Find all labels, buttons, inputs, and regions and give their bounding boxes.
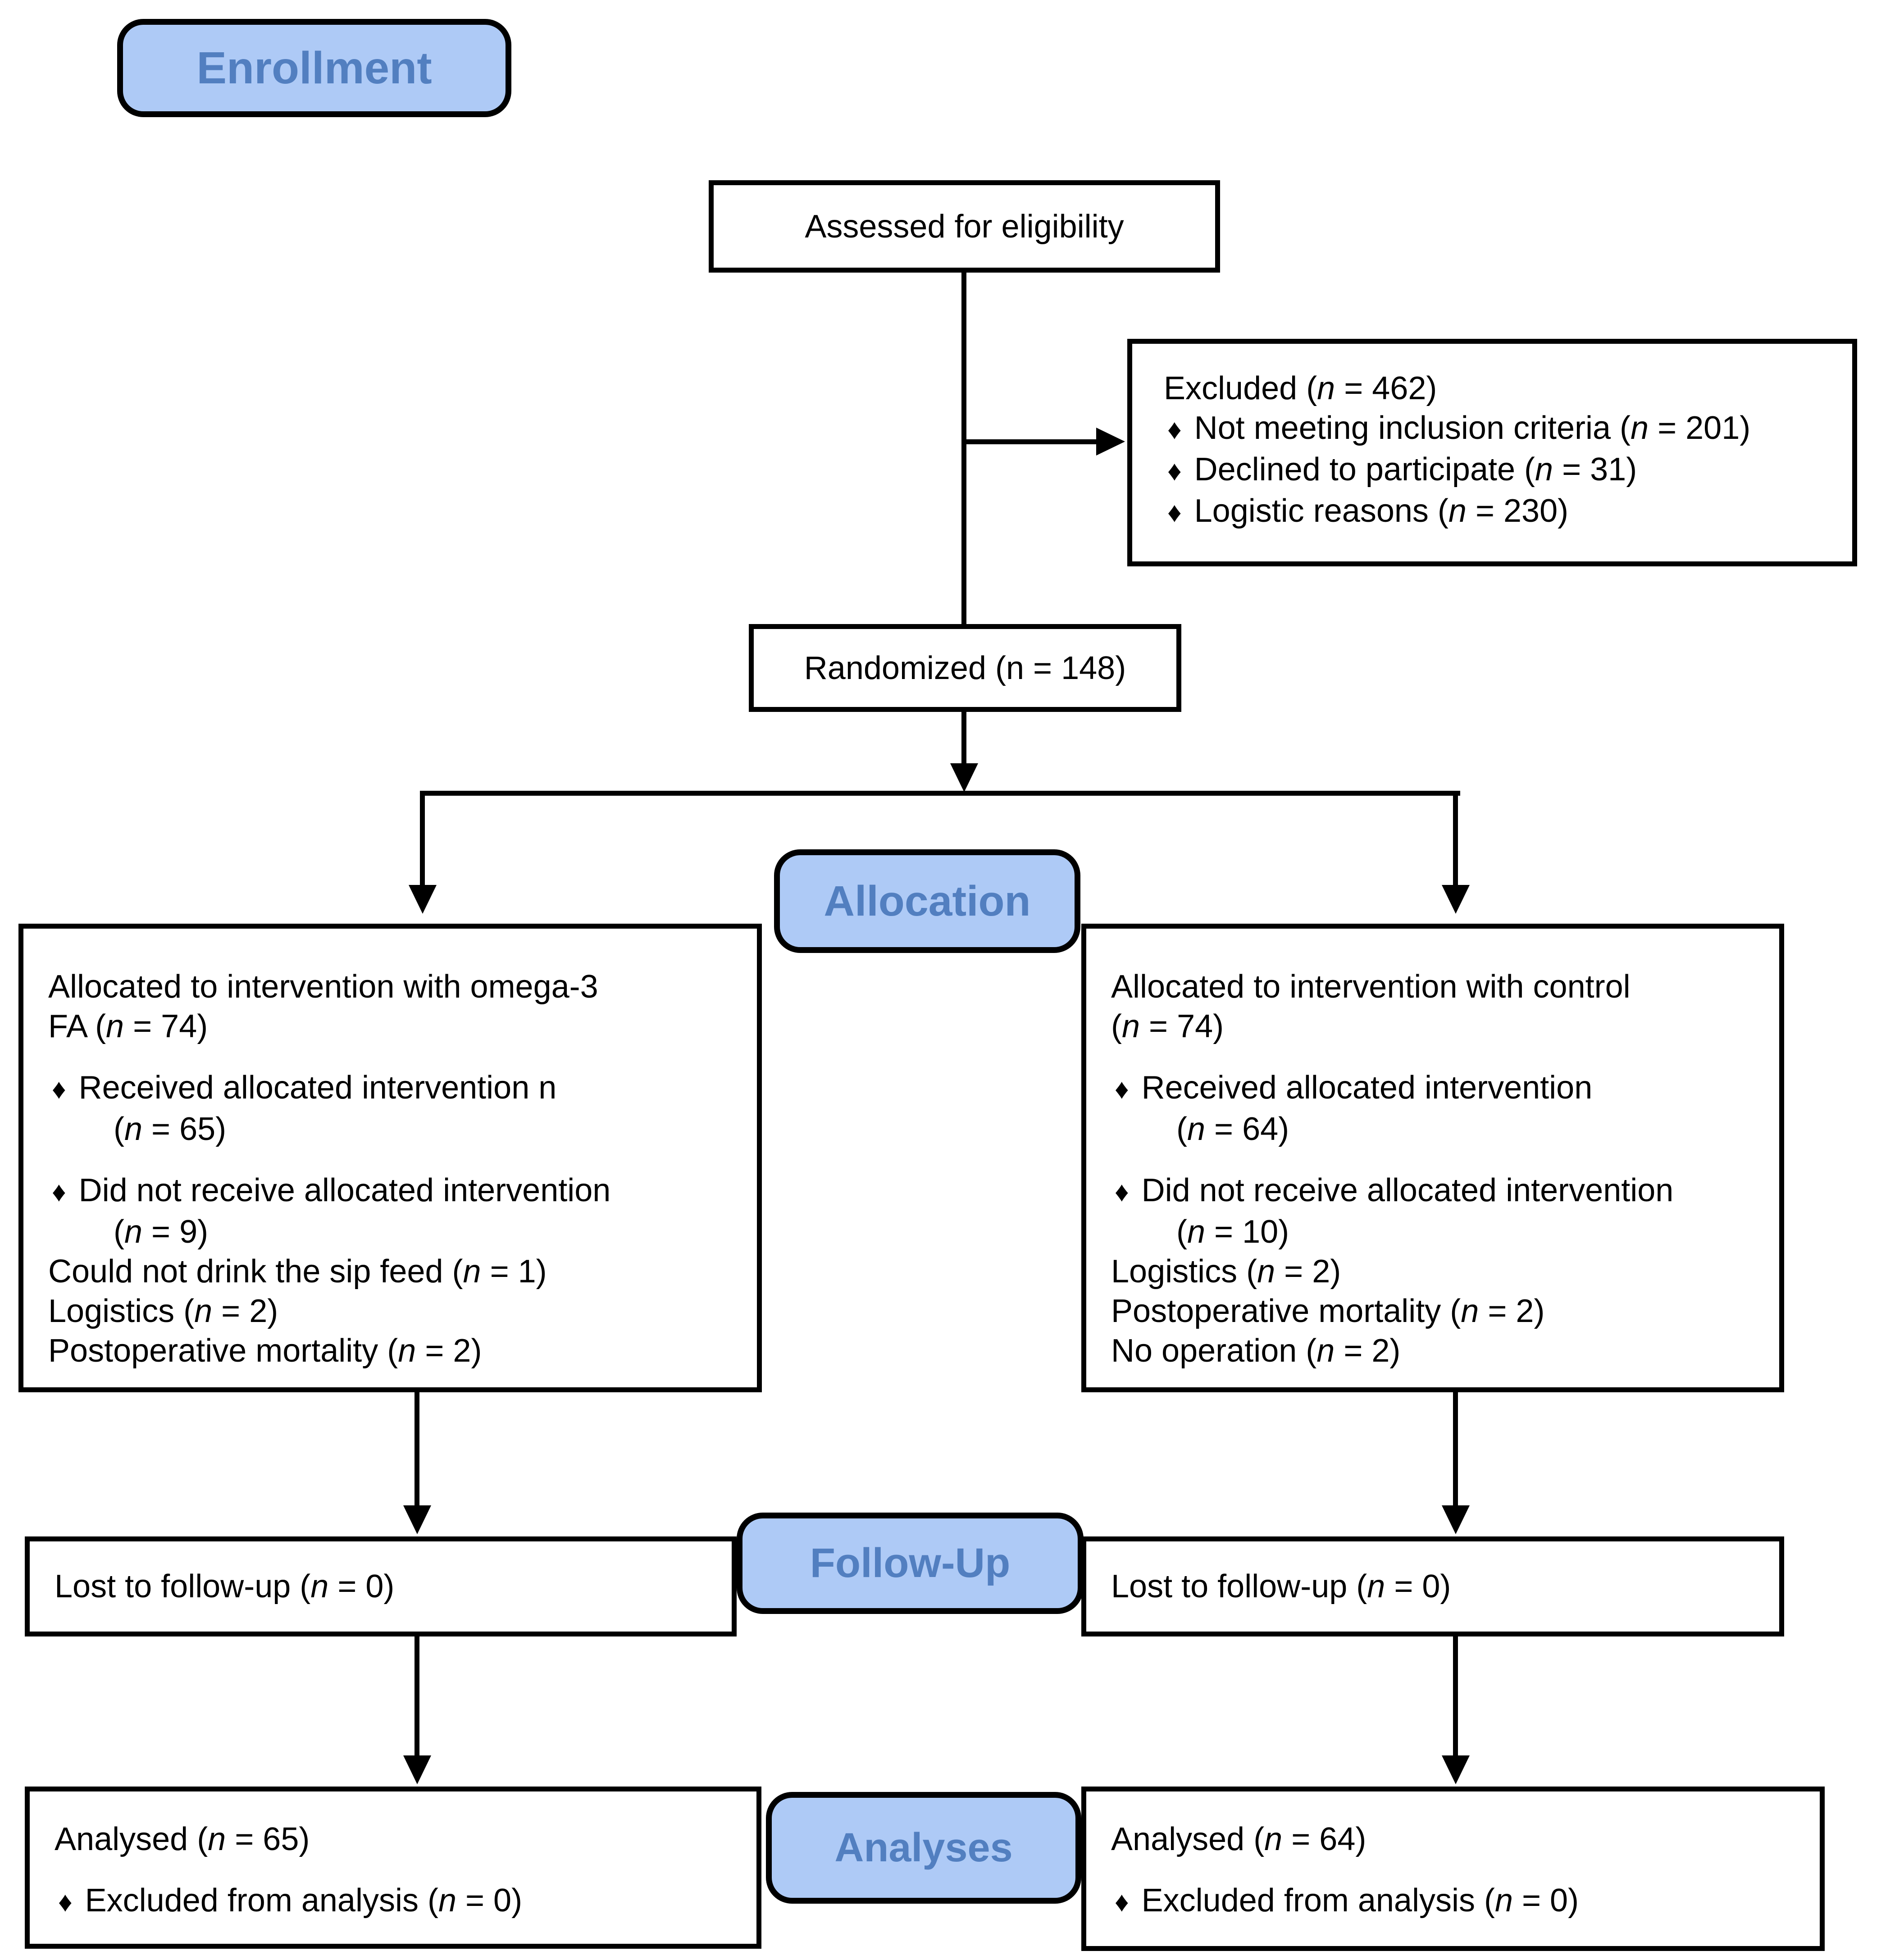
box-assessed-eligibility-text: Assessed for eligibility xyxy=(805,208,1124,245)
box-allocated-control: Allocated to intervention with control(n… xyxy=(1081,924,1784,1392)
split-drop-left-line xyxy=(420,791,425,886)
arrow-followup-analyses-right-line xyxy=(1453,1636,1458,1757)
box-excluded: Excluded (n = 462)♦Not meeting inclusion… xyxy=(1127,339,1857,566)
stage-label-allocation: Allocation xyxy=(774,849,1080,953)
bullet-diamond-icon: ♦ xyxy=(1167,497,1182,528)
box-assessed-eligibility: Assessed for eligibility xyxy=(709,180,1220,273)
box-lost-followup-right-text: Lost to follow-up (n = 0) xyxy=(1111,1568,1451,1604)
box-lost-followup-left: Lost to follow-up (n = 0) xyxy=(25,1536,737,1636)
line-randomized-down-head xyxy=(950,763,978,792)
stage-label-enrollment-text: Enrollment xyxy=(196,42,432,93)
stage-label-follow-up: Follow-Up xyxy=(737,1513,1084,1614)
split-bar xyxy=(420,791,1460,796)
arrow-alloc-followup-left-head xyxy=(403,1505,431,1534)
box-lost-followup-left-text: Lost to follow-up (n = 0) xyxy=(55,1568,395,1604)
bullet-diamond-icon: ♦ xyxy=(1115,1074,1129,1105)
arrow-followup-analyses-left-line xyxy=(415,1636,419,1757)
arrow-to-excluded-head xyxy=(1096,428,1125,456)
box-lost-followup-right: Lost to follow-up (n = 0) xyxy=(1081,1536,1784,1636)
box-excluded-text: Excluded (n = 462)♦Not meeting inclusion… xyxy=(1164,370,1751,529)
box-randomized: Randomized (n = 148) xyxy=(749,624,1181,712)
stage-label-enrollment: Enrollment xyxy=(117,19,511,117)
arrow-followup-analyses-left-head xyxy=(403,1755,431,1784)
split-drop-right-line xyxy=(1453,791,1458,886)
box-allocated-control-text: Allocated to intervention with control(n… xyxy=(1111,969,1674,1369)
bullet-diamond-icon: ♦ xyxy=(52,1176,66,1208)
arrow-alloc-followup-left-line xyxy=(415,1392,419,1507)
box-analysed-right-text: Analysed (n = 64)♦Excluded from analysis… xyxy=(1111,1821,1579,1919)
line-randomized-down xyxy=(961,712,966,765)
bullet-diamond-icon: ♦ xyxy=(1167,414,1182,445)
arrow-alloc-followup-right-line xyxy=(1453,1392,1458,1507)
stage-label-analyses-text: Analyses xyxy=(834,1825,1013,1870)
line-assessed-to-randomized xyxy=(961,273,966,624)
box-randomized-text: Randomized (n = 148) xyxy=(804,650,1126,686)
bullet-diamond-icon: ♦ xyxy=(52,1074,66,1105)
arrow-alloc-followup-right-head xyxy=(1442,1505,1470,1534)
stage-label-follow-up-text: Follow-Up xyxy=(810,1540,1011,1586)
bullet-diamond-icon: ♦ xyxy=(1167,456,1182,487)
bullet-diamond-icon: ♦ xyxy=(1115,1887,1129,1918)
split-drop-right-head xyxy=(1442,885,1470,914)
bullet-diamond-icon: ♦ xyxy=(58,1887,73,1918)
box-analysed-left-text: Analysed (n = 65)♦Excluded from analysis… xyxy=(55,1821,523,1919)
stage-label-analyses: Analyses xyxy=(766,1792,1081,1904)
box-analysed-left: Analysed (n = 65)♦Excluded from analysis… xyxy=(25,1787,761,1949)
bullet-diamond-icon: ♦ xyxy=(1115,1176,1129,1208)
stage-label-allocation-text: Allocation xyxy=(824,877,1031,925)
arrow-to-excluded-line xyxy=(964,439,1097,444)
split-drop-left-head xyxy=(409,885,437,914)
arrow-followup-analyses-right-head xyxy=(1442,1755,1470,1784)
box-analysed-right: Analysed (n = 64)♦Excluded from analysis… xyxy=(1081,1787,1825,1951)
